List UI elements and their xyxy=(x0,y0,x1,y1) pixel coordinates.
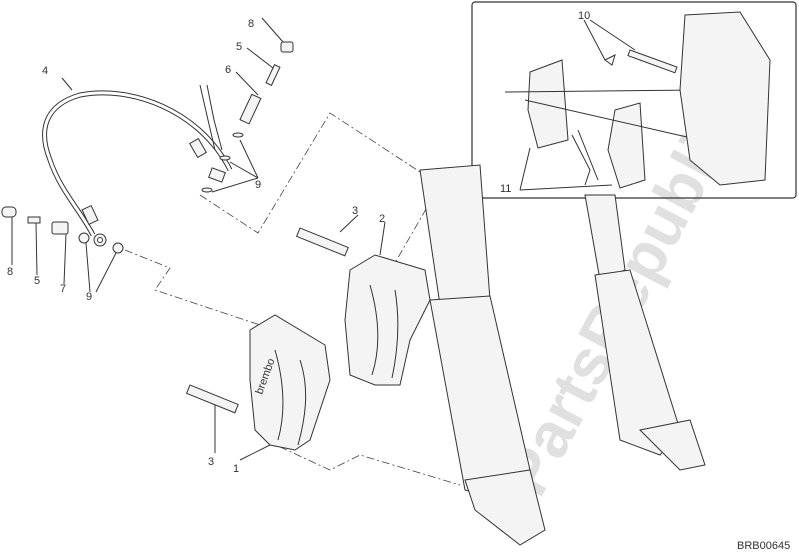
top-fittings xyxy=(61,17,294,193)
callout-11: 11 xyxy=(500,183,511,195)
callout-5-top: 5 xyxy=(236,41,242,53)
callout-3-upper: 3 xyxy=(352,205,358,217)
callout-2: 2 xyxy=(379,213,385,225)
front-fork xyxy=(419,164,706,546)
callout-3-lower: 3 xyxy=(208,456,214,468)
callout-4: 4 xyxy=(42,65,48,77)
callout-10: 10 xyxy=(578,10,590,22)
callout-8-top: 8 xyxy=(248,18,254,30)
detail-inset-box xyxy=(471,1,797,199)
left-fittings xyxy=(1,206,124,293)
callout-1: 1 xyxy=(233,463,239,475)
assembly-line xyxy=(199,112,441,281)
callout-9-left: 9 xyxy=(86,291,92,303)
callout-5-left: 5 xyxy=(34,275,40,287)
callout-8-left: 8 xyxy=(7,266,13,278)
brake-caliper-2 xyxy=(344,221,431,386)
callout-7: 7 xyxy=(60,283,66,295)
brake-hose xyxy=(42,90,233,247)
callout-6: 6 xyxy=(225,64,231,76)
drawing-code: BRB00645 xyxy=(737,540,790,552)
brake-caliper-1: brembo xyxy=(239,314,331,461)
pad-detail xyxy=(504,11,771,191)
caliper-bolts xyxy=(185,214,359,453)
assembly-line xyxy=(124,249,261,326)
callout-9-top: 9 xyxy=(255,179,261,191)
assembly-line xyxy=(264,439,461,486)
